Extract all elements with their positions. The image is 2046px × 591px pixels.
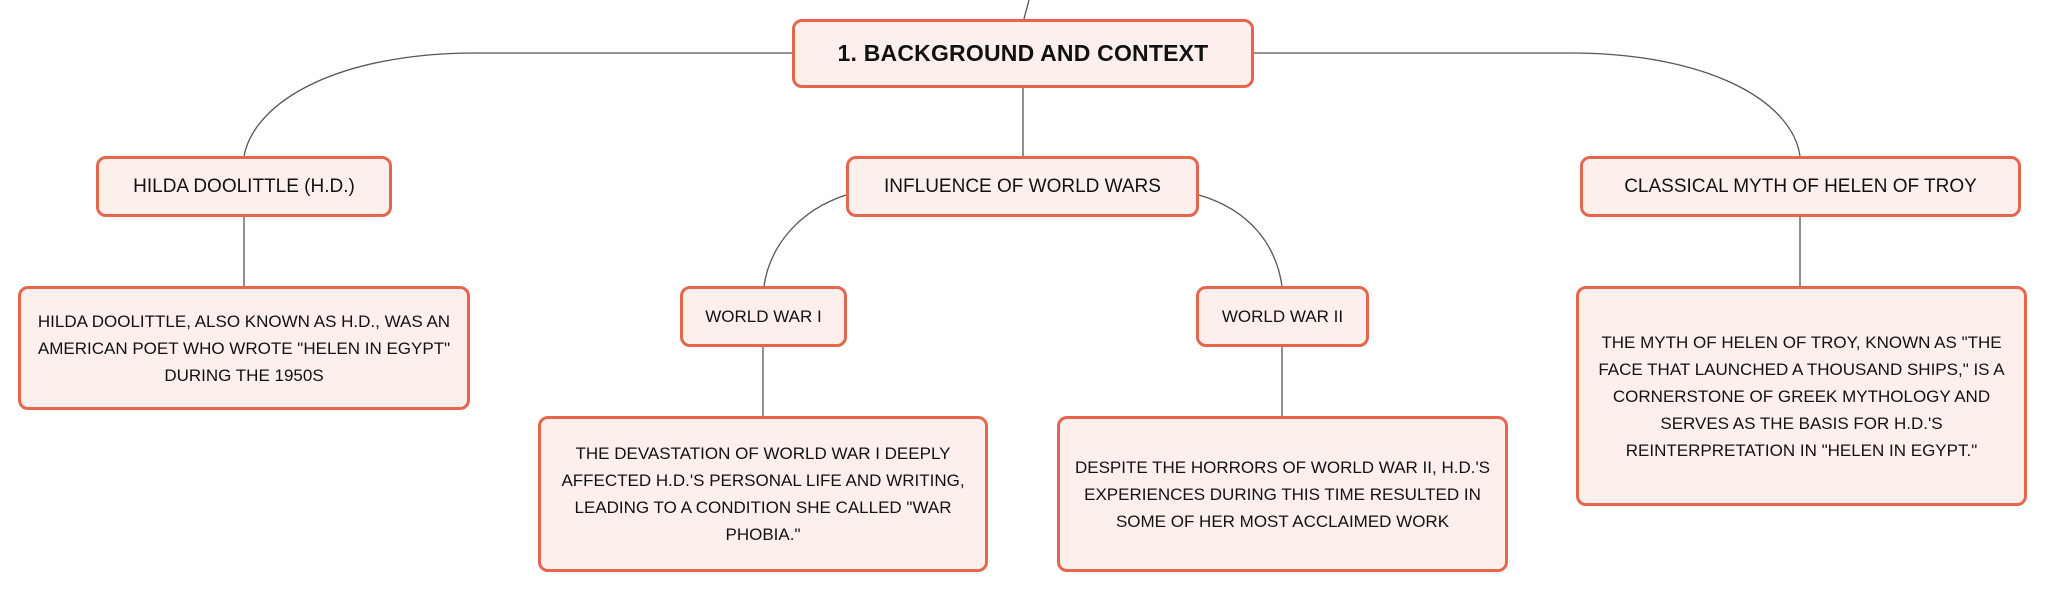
detail-text: HILDA DOOLITTLE, ALSO KNOWN AS H.D., WAS… — [37, 311, 451, 385]
detail-node-world-war-i[interactable]: THE DEVASTATION OF WORLD WAR I DEEPLY AF… — [538, 416, 988, 572]
connector-parent-to-root — [1023, 0, 1030, 20]
detail-text: DESPITE THE HORRORS OF WORLD WAR II, H.D… — [1074, 457, 1491, 531]
detail-node-classical-myth[interactable]: THE MYTH OF HELEN OF TROY, KNOWN AS "THE… — [1576, 286, 2027, 506]
connector-wars-to-ww2 — [1198, 194, 1283, 287]
topic-node-classical-myth[interactable]: CLASSICAL MYTH OF HELEN OF TROY — [1580, 156, 2021, 217]
topic-label: CLASSICAL MYTH OF HELEN OF TROY — [1624, 175, 1977, 197]
root-topic-node[interactable]: 1. BACKGROUND AND CONTEXT — [792, 19, 1254, 88]
root-topic-label: 1. BACKGROUND AND CONTEXT — [837, 40, 1209, 66]
connector-root-to-myth — [1254, 52, 1801, 157]
topic-node-influence-of-world-wars[interactable]: INFLUENCE OF WORLD WARS — [846, 156, 1199, 217]
subtopic-node-world-war-i[interactable]: WORLD WAR I — [680, 286, 847, 347]
detail-text: THE MYTH OF HELEN OF TROY, KNOWN AS "THE… — [1598, 332, 2005, 460]
connector-wars-to-ww1 — [763, 194, 847, 287]
subtopic-label: WORLD WAR II — [1221, 306, 1344, 326]
topic-label: HILDA DOOLITTLE (H.D.) — [133, 175, 355, 197]
topic-node-hilda-doolittle[interactable]: HILDA DOOLITTLE (H.D.) — [96, 156, 392, 217]
topic-label: INFLUENCE OF WORLD WARS — [884, 175, 1161, 197]
connector-root-to-hilda — [243, 52, 792, 157]
detail-node-hilda-doolittle[interactable]: HILDA DOOLITTLE, ALSO KNOWN AS H.D., WAS… — [18, 286, 470, 410]
subtopic-node-world-war-ii[interactable]: WORLD WAR II — [1196, 286, 1369, 347]
subtopic-label: WORLD WAR I — [705, 306, 822, 326]
detail-node-world-war-ii[interactable]: DESPITE THE HORRORS OF WORLD WAR II, H.D… — [1057, 416, 1508, 572]
detail-text: THE DEVASTATION OF WORLD WAR I DEEPLY AF… — [561, 444, 965, 544]
